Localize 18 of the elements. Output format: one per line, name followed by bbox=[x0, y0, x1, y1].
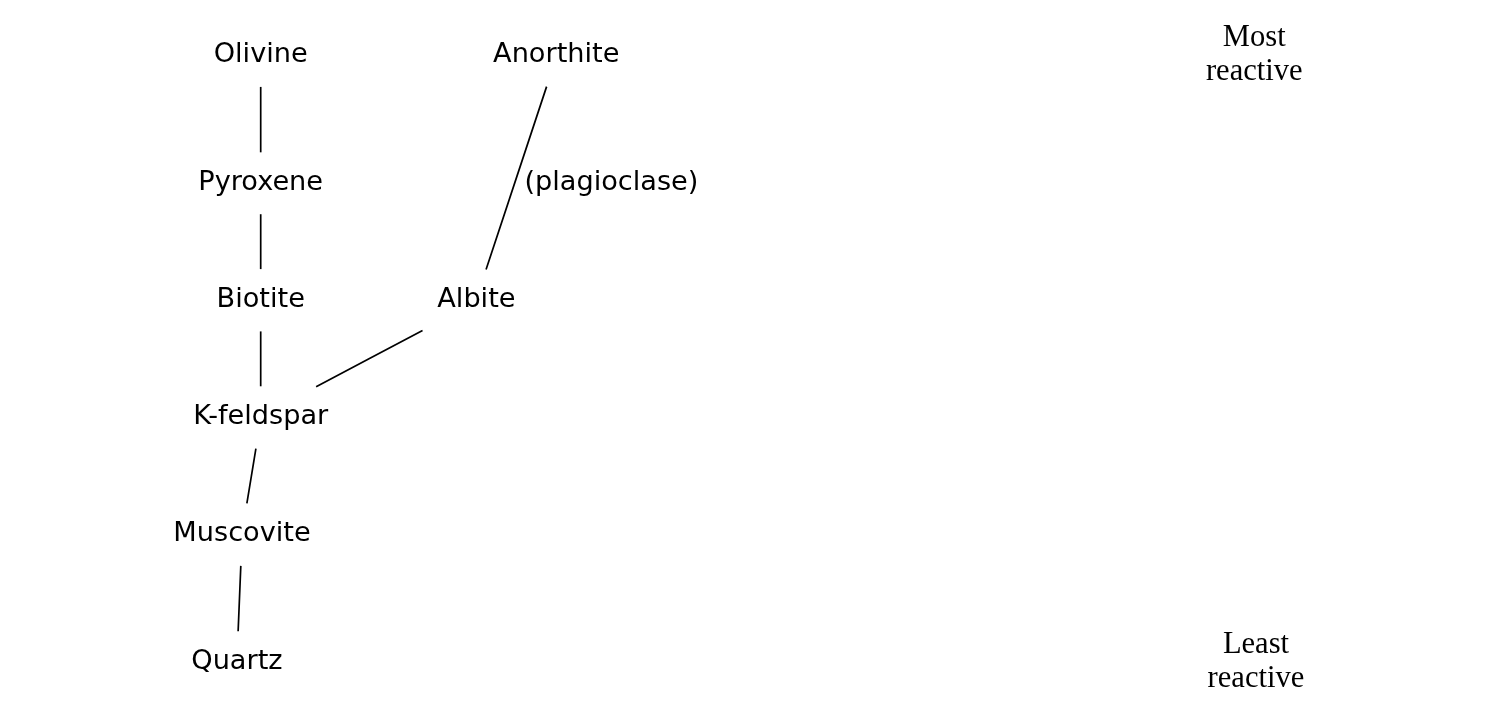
node-text: Albite bbox=[436, 281, 516, 313]
node-text: K-feldspar bbox=[192, 399, 328, 431]
connector bbox=[259, 86, 262, 154]
edge-label: (plagioclase) bbox=[523, 164, 698, 196]
node-text: Quartz bbox=[190, 643, 283, 675]
connector bbox=[236, 565, 242, 633]
connector bbox=[259, 213, 262, 270]
label: Least reactive bbox=[1207, 625, 1304, 694]
node-text: Muscovite bbox=[172, 516, 311, 548]
node-text: Pyroxene bbox=[197, 164, 323, 196]
node-text: Olivine bbox=[213, 37, 308, 69]
connector bbox=[245, 447, 257, 505]
node-text: Biotite bbox=[216, 281, 305, 313]
node-text: Anorthite bbox=[492, 37, 619, 69]
label: Most reactive bbox=[1205, 19, 1303, 88]
connector bbox=[314, 329, 423, 388]
connector bbox=[484, 85, 547, 271]
connector bbox=[259, 330, 262, 388]
